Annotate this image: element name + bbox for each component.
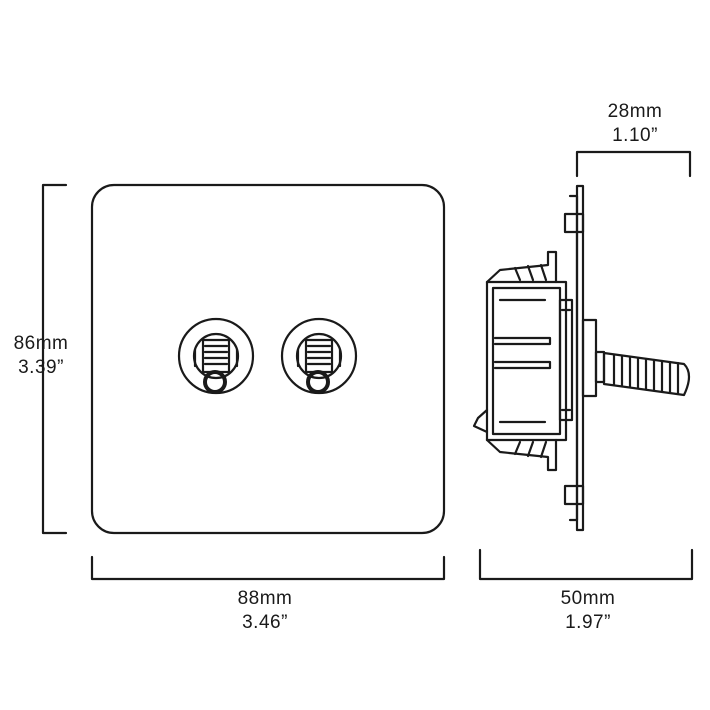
toggle-left-rim	[177, 317, 255, 395]
side-view	[472, 184, 691, 532]
front-depth-dimension-bracket	[575, 150, 692, 178]
toggle-left	[177, 317, 255, 395]
plate-height-label: 86mm 3.39”	[0, 332, 82, 380]
total-depth-metric: 50mm	[560, 588, 616, 609]
plate-height-imperial: 3.39”	[18, 357, 64, 378]
plate-width-imperial: 3.46”	[242, 612, 288, 633]
face-plate	[90, 183, 446, 535]
mechanism-block	[558, 298, 574, 422]
side-toggle-lever	[602, 351, 691, 397]
front-depth-imperial: 1.10”	[612, 125, 658, 146]
plate-width-metric: 88mm	[237, 588, 293, 609]
toggle-right-rim	[280, 317, 358, 395]
toggle-right	[280, 317, 358, 395]
height-dimension-bracket	[41, 183, 68, 535]
toggle-right-lever	[306, 370, 330, 394]
total-depth-imperial: 1.97”	[565, 612, 611, 633]
front-depth-metric: 28mm	[607, 101, 663, 122]
toggle-left-lever	[203, 370, 227, 394]
front-depth-label: 28mm 1.10”	[585, 100, 685, 148]
total-depth-label: 50mm 1.97”	[538, 587, 638, 635]
plate-height-metric: 86mm	[13, 333, 69, 354]
back-box	[485, 280, 568, 442]
toggle-bushing	[581, 318, 598, 398]
front-view	[90, 183, 446, 535]
width-dimension-bracket	[90, 555, 446, 581]
total-depth-dimension-bracket	[478, 548, 694, 581]
plate-width-label: 88mm 3.46”	[215, 587, 315, 635]
